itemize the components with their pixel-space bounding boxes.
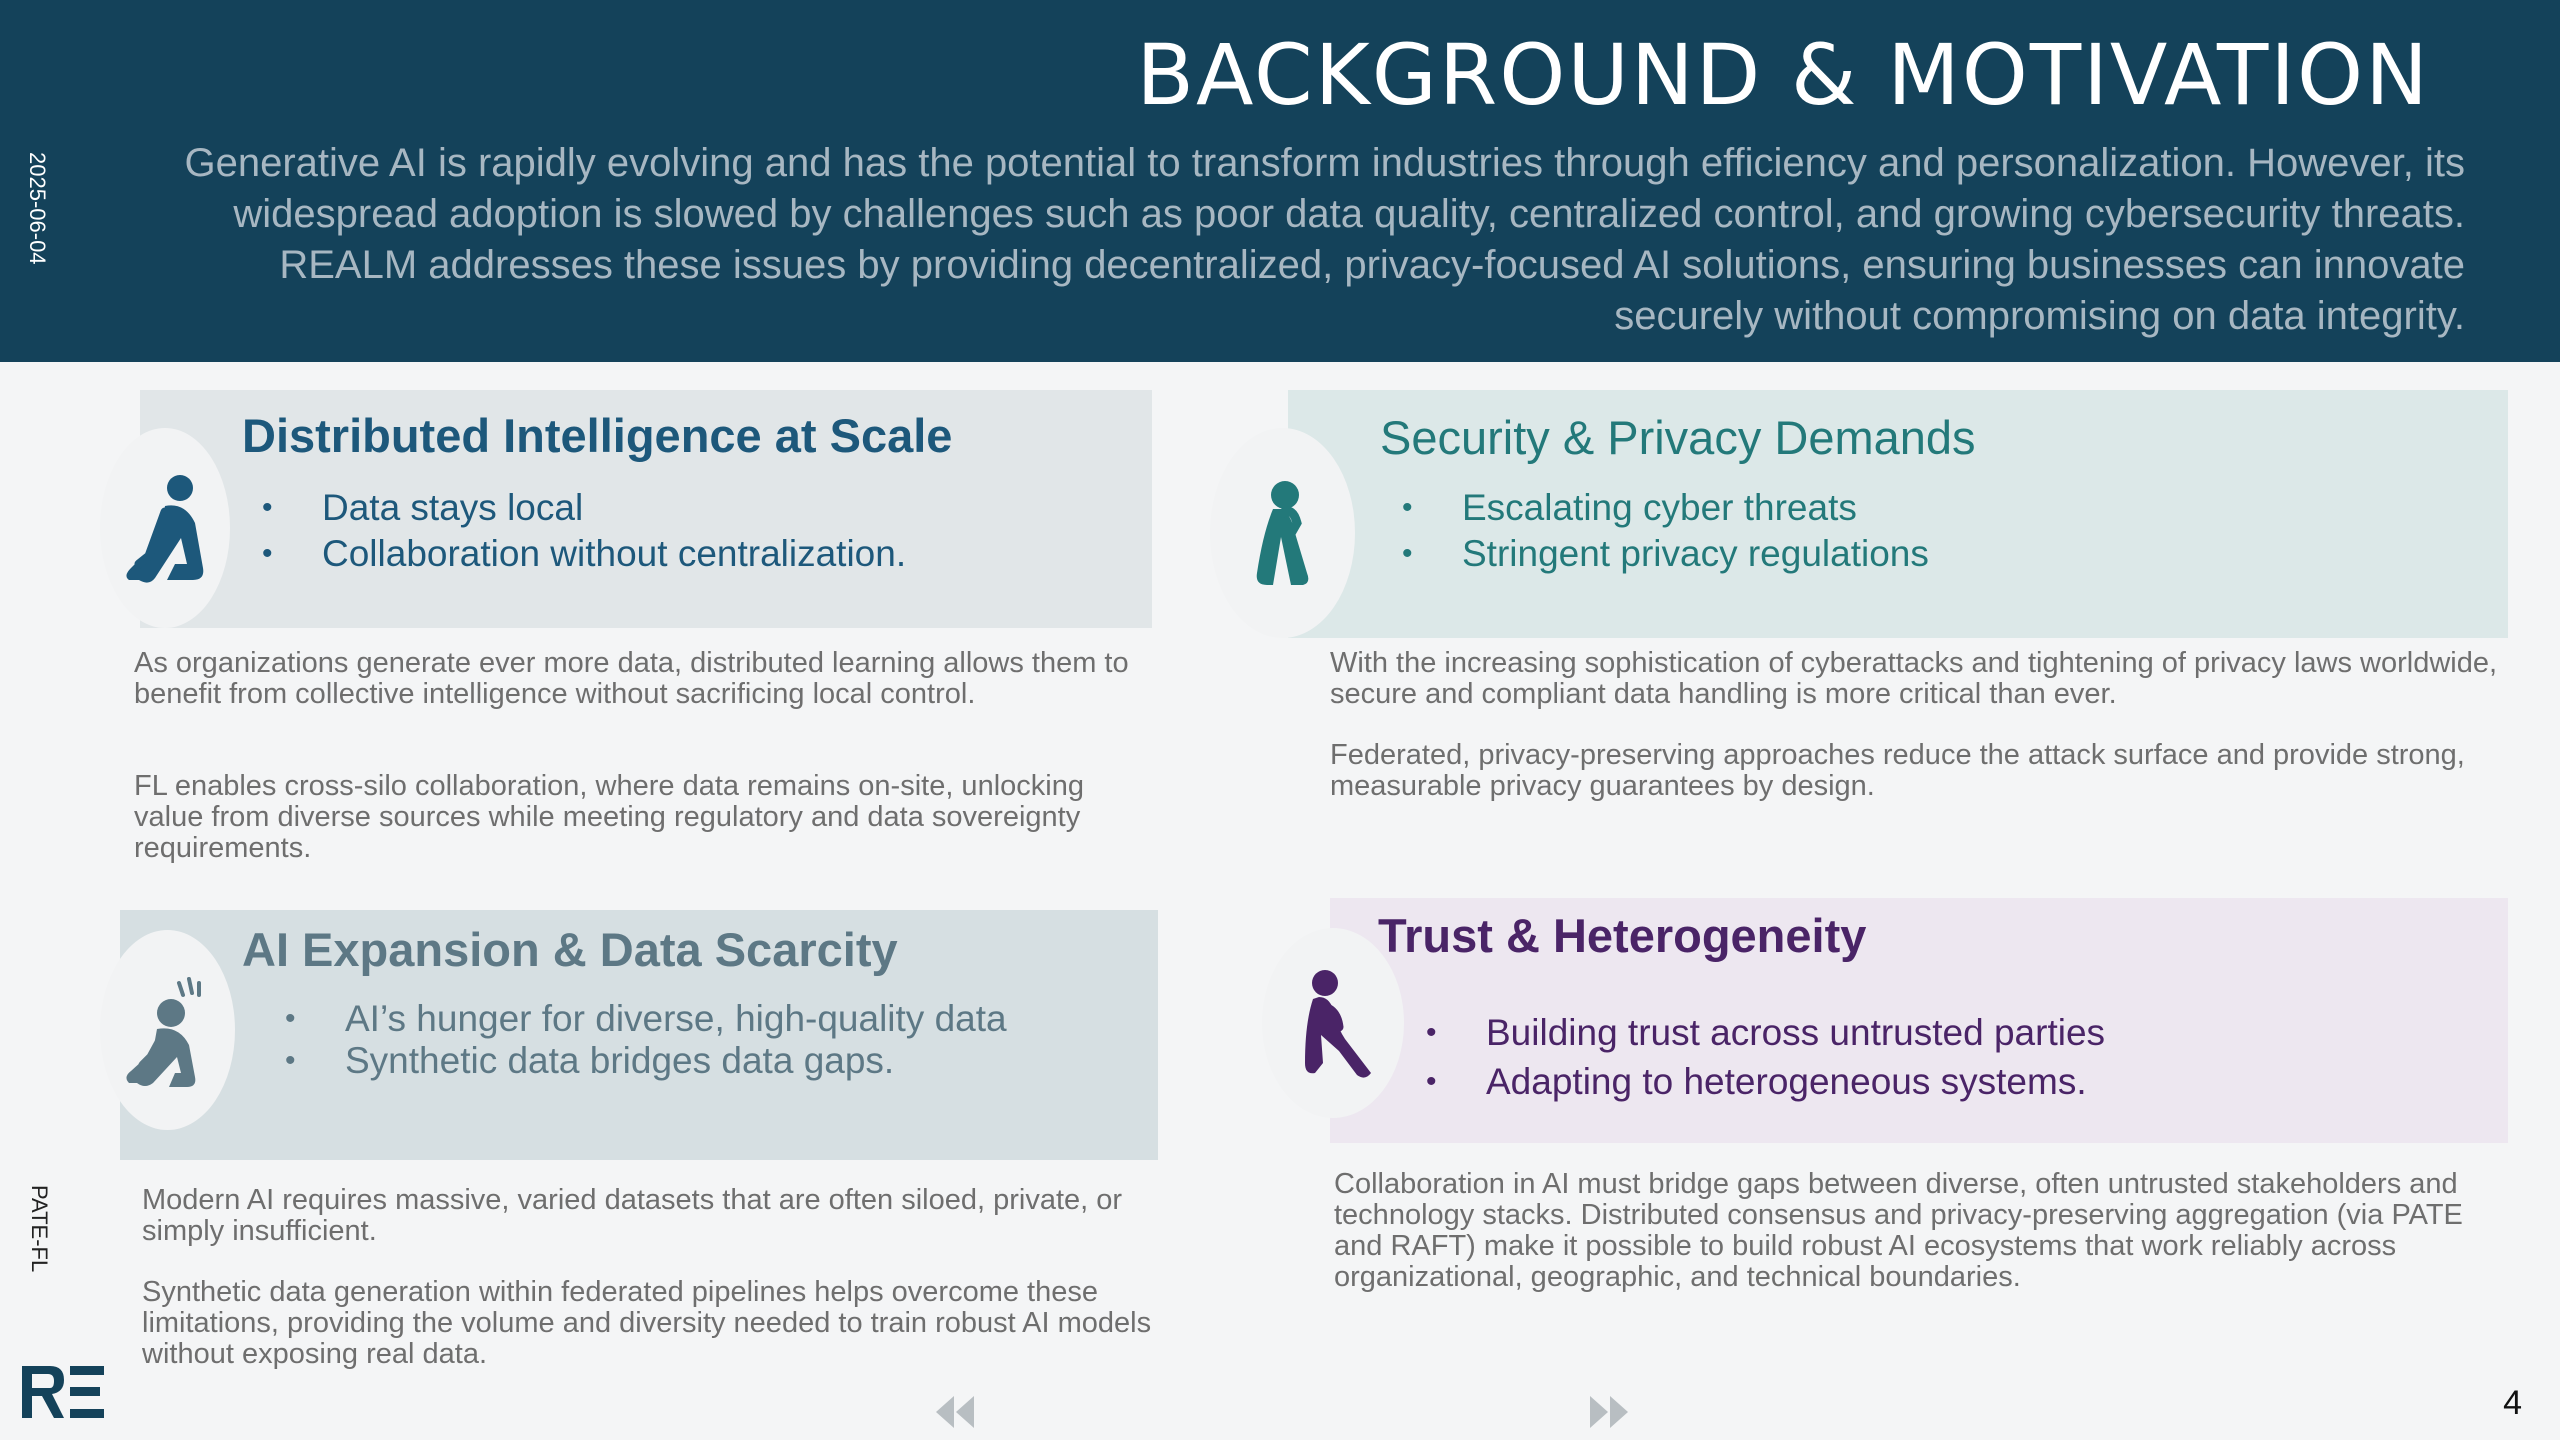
panel-title: Distributed Intelligence at Scale (242, 409, 953, 462)
panel-paragraph: Synthetic data generation within federat… (142, 1276, 1152, 1370)
panel-title: Security & Privacy Demands (1380, 411, 1976, 464)
fast-forward-icon[interactable] (1588, 1392, 1632, 1432)
panel-title: AI Expansion & Data Scarcity (242, 923, 898, 976)
bullet-list: Data stays local Collaboration without c… (262, 485, 906, 577)
presentation-code: PATE-FL (27, 1185, 52, 1273)
panel-paragraph: As organizations generate ever more data… (134, 647, 1129, 710)
bullet-item: AI’s hunger for diverse, high-quality da… (285, 998, 1007, 1040)
person-thinking-icon (100, 930, 235, 1130)
bullet-item: Data stays local (262, 485, 906, 531)
panel-paragraph: Modern AI requires massive, varied datas… (142, 1184, 1123, 1247)
panel-paragraph: Collaboration in AI must bridge gaps bet… (1334, 1168, 2463, 1293)
person-leaning-icon (1210, 428, 1355, 638)
bullet-item: Collaboration without centralization. (262, 531, 906, 577)
bullet-list: AI’s hunger for diverse, high-quality da… (285, 998, 1007, 1082)
rewind-icon[interactable] (932, 1392, 976, 1432)
panel-paragraph: Federated, privacy-preserving approaches… (1330, 739, 2465, 802)
panel-paragraph: With the increasing sophistication of cy… (1330, 647, 2498, 710)
bullet-item: Escalating cyber threats (1402, 485, 1929, 531)
page-number: 4 (2503, 1384, 2522, 1422)
panel-paragraph: FL enables cross-silo collaboration, whe… (134, 770, 1084, 864)
slide-title: BACKGROUND & MOTIVATION (1136, 26, 2430, 124)
panel-ai-expansion: AI Expansion & Data Scarcity AI’s hunger… (120, 910, 1158, 1160)
bullet-item: Synthetic data bridges data gaps. (285, 1040, 1007, 1082)
intro-text: Generative AI is rapidly evolving and ha… (184, 141, 2465, 338)
panel-trust-heterogeneity: Trust & Heterogeneity Building trust acr… (1330, 898, 2508, 1143)
slide-date: 2025-06-04 (25, 152, 50, 265)
realm-logo (22, 1366, 104, 1418)
panel-title: Trust & Heterogeneity (1378, 909, 1867, 962)
person-sitting-icon (100, 428, 230, 628)
panel-security-privacy: Security & Privacy Demands Escalating cy… (1288, 390, 2508, 638)
bullet-list: Building trust across untrusted parties … (1426, 1008, 2105, 1106)
bullet-item: Stringent privacy regulations (1402, 531, 1929, 577)
bullet-item: Adapting to heterogeneous systems. (1426, 1057, 2105, 1106)
header-banner: BACKGROUND & MOTIVATION Generative AI is… (0, 0, 2560, 362)
bullet-item: Building trust across untrusted parties (1426, 1008, 2105, 1057)
bullet-list: Escalating cyber threats Stringent priva… (1402, 485, 1929, 577)
person-crouching-icon (1262, 928, 1404, 1118)
panel-distributed-intelligence: Distributed Intelligence at Scale Data s… (140, 390, 1152, 628)
